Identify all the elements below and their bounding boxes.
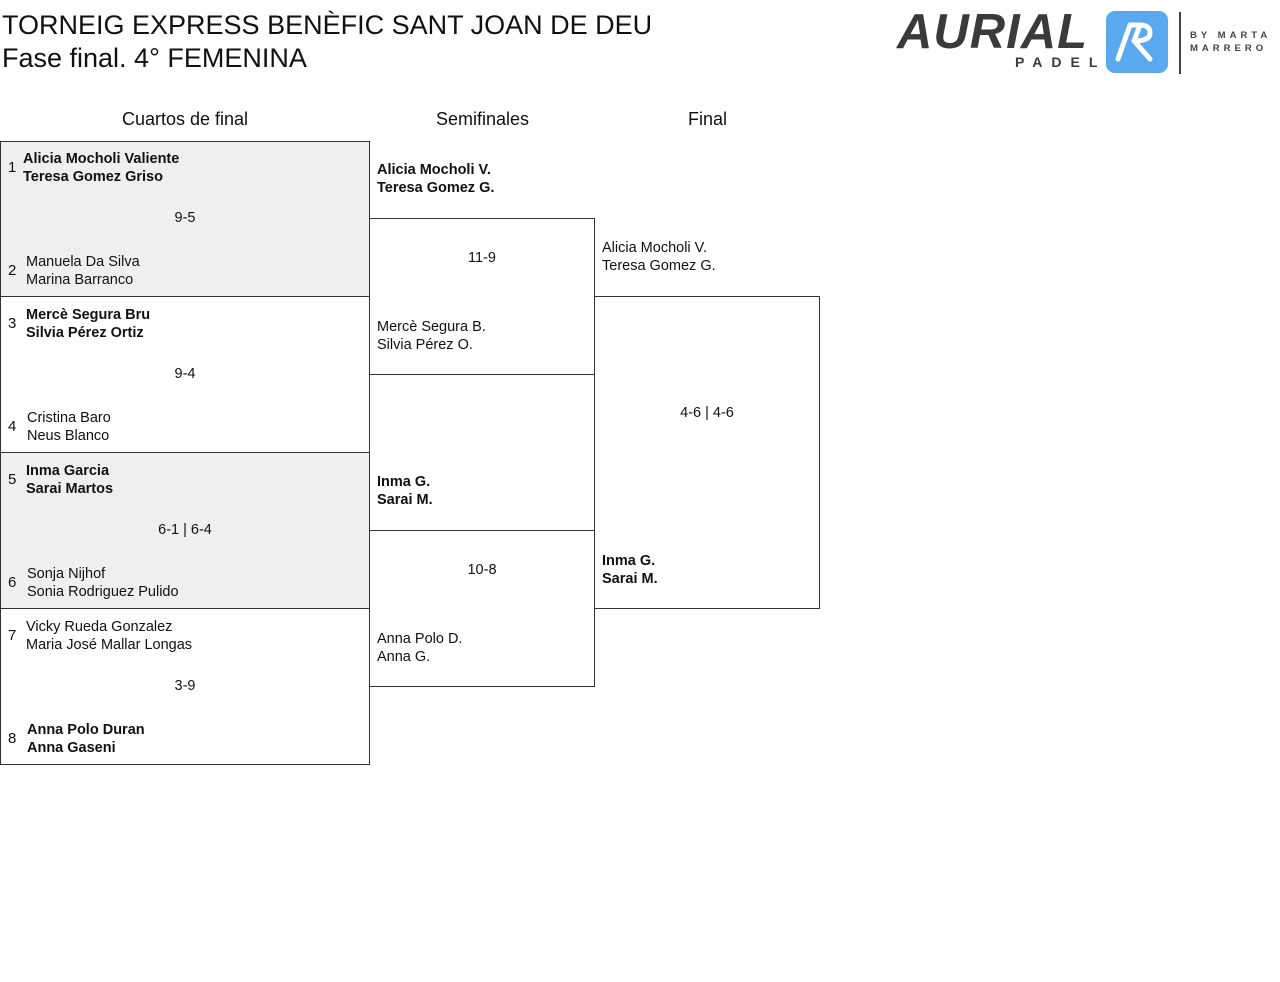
player-name: Sarai M. bbox=[602, 571, 658, 587]
final-match: 4-6 | 4-6 Inma G. Sarai M. bbox=[594, 296, 820, 609]
final-team-top: Alicia Mocholi V. Teresa Gomez G. bbox=[602, 239, 716, 275]
player-name: Sonia Rodriguez Pulido bbox=[27, 584, 179, 600]
match-score: 9-5 bbox=[174, 210, 196, 226]
seed-number: 4 bbox=[8, 418, 17, 435]
match-score: 10-8 bbox=[467, 562, 497, 578]
player-name: Anna Polo D. bbox=[377, 631, 463, 647]
player-name: Alicia Mocholi V. bbox=[377, 162, 491, 178]
page-subtitle: Fase final. 4° FEMENINA bbox=[2, 43, 307, 73]
player-name: Alicia Mocholi Valiente bbox=[23, 151, 180, 167]
player-name: Sarai Martos bbox=[26, 481, 114, 497]
player-name: Mercè Segura Bru bbox=[26, 307, 151, 323]
player-name: Teresa Gomez G. bbox=[602, 258, 716, 274]
seed-number: 2 bbox=[8, 262, 17, 279]
logo-by-text: BY MARTA MARRERO bbox=[1190, 29, 1271, 55]
player-name: Mercè Segura B. bbox=[377, 319, 486, 335]
player-name: Anna G. bbox=[377, 649, 431, 665]
match-score: 6-1 | 6-4 bbox=[158, 522, 212, 538]
player-name: Neus Blanco bbox=[27, 428, 110, 444]
player-name: Teresa Gomez G. bbox=[377, 180, 495, 196]
player-name: Teresa Gomez Griso bbox=[23, 169, 163, 185]
team-loser: Sonja Nijhof Sonia Rodriguez Pulido bbox=[27, 565, 179, 601]
logo-mark-icon bbox=[1115, 22, 1153, 62]
player-name: Sarai M. bbox=[377, 492, 433, 508]
page-title: TORNEIG EXPRESS BENÈFIC SANT JOAN DE DEU bbox=[2, 10, 653, 40]
semifinal-team-loser: Anna Polo D. Anna G. bbox=[377, 630, 462, 666]
player-name: Silvia Pérez O. bbox=[377, 337, 473, 353]
player-name: Silvia Pérez Ortiz bbox=[26, 325, 144, 341]
quarterfinal-match-1: 1 Alicia Mocholi Valiente Teresa Gomez G… bbox=[0, 141, 370, 297]
match-score: 9-4 bbox=[174, 366, 196, 382]
round-header-semifinals: Semifinales bbox=[435, 109, 530, 129]
player-name: Alicia Mocholi V. bbox=[602, 240, 708, 256]
logo-sub: PADEL bbox=[1015, 54, 1107, 70]
match-score: 11-9 bbox=[468, 250, 496, 266]
player-name: Marina Barranco bbox=[26, 272, 134, 288]
player-name: Maria José Mallar Longas bbox=[26, 637, 193, 653]
team-loser: Cristina Baro Neus Blanco bbox=[27, 409, 111, 445]
seed-number: 7 bbox=[8, 627, 17, 644]
seed-number: 8 bbox=[8, 730, 17, 747]
logo-by: BY MARTA bbox=[1190, 30, 1272, 41]
round-header-quarterfinals: Cuartos de final bbox=[121, 109, 249, 129]
quarterfinal-match-2: 3 Mercè Segura Bru Silvia Pérez Ortiz 9-… bbox=[0, 296, 370, 453]
team-winner: Mercè Segura Bru Silvia Pérez Ortiz bbox=[26, 306, 150, 342]
seed-number: 6 bbox=[8, 574, 17, 591]
match-score: 3-9 bbox=[174, 678, 196, 694]
semifinal-team-winner: Alicia Mocholi V. Teresa Gomez G. bbox=[377, 161, 494, 197]
seed-number: 1 bbox=[8, 159, 17, 176]
player-name: Inma G. bbox=[377, 474, 431, 490]
logo-badge-icon bbox=[1106, 11, 1168, 73]
final-team-winner: Inma G. Sarai M. bbox=[602, 552, 658, 588]
semifinal-match-2: 10-8 Anna Polo D. Anna G. bbox=[369, 530, 595, 687]
player-name: Anna Polo Duran bbox=[27, 722, 145, 738]
team-winner: Inma Garcia Sarai Martos bbox=[26, 462, 113, 498]
seed-number: 5 bbox=[8, 471, 17, 488]
team-loser: Manuela Da Silva Marina Barranco bbox=[26, 253, 140, 289]
quarterfinal-match-3: 5 Inma Garcia Sarai Martos 6-1 | 6-4 6 S… bbox=[0, 452, 370, 609]
player-name: Inma Garcia bbox=[26, 463, 110, 479]
semifinal-match-1: 11-9 Mercè Segura B. Silvia Pérez O. bbox=[369, 218, 595, 375]
logo-divider bbox=[1179, 12, 1181, 74]
team-winner: Alicia Mocholi Valiente Teresa Gomez Gri… bbox=[23, 150, 179, 186]
semifinal-team-loser: Mercè Segura B. Silvia Pérez O. bbox=[377, 318, 486, 354]
round-header-final: Final bbox=[687, 109, 727, 129]
seed-number: 3 bbox=[8, 315, 17, 332]
semifinal-team-winner: Inma G. Sarai M. bbox=[377, 473, 433, 509]
team-winner: Anna Polo Duran Anna Gaseni bbox=[27, 721, 145, 757]
player-name: Sonja Nijhof bbox=[27, 566, 106, 582]
team-loser: Vicky Rueda Gonzalez Maria José Mallar L… bbox=[26, 618, 192, 654]
logo-brand: AURIAL bbox=[897, 5, 1089, 59]
match-score: 4-6 | 4-6 bbox=[680, 405, 734, 421]
quarterfinal-match-4: 7 Vicky Rueda Gonzalez Maria José Mallar… bbox=[0, 608, 370, 765]
player-name: Cristina Baro bbox=[27, 410, 111, 426]
logo-name: MARRERO bbox=[1190, 43, 1268, 54]
player-name: Inma G. bbox=[602, 553, 656, 569]
player-name: Manuela Da Silva bbox=[26, 254, 140, 270]
player-name: Anna Gaseni bbox=[27, 740, 116, 756]
player-name: Vicky Rueda Gonzalez bbox=[26, 619, 173, 635]
